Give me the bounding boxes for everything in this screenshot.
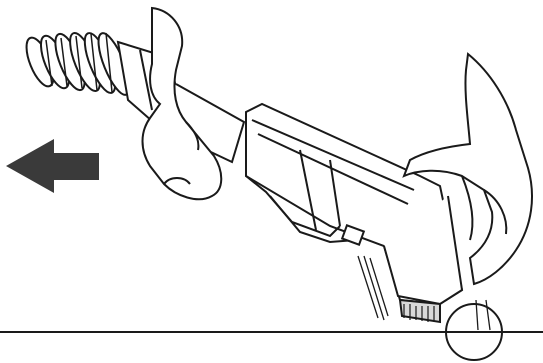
left-arrow-icon bbox=[6, 139, 99, 193]
hose bbox=[21, 30, 136, 104]
handheld-tool bbox=[246, 104, 462, 322]
